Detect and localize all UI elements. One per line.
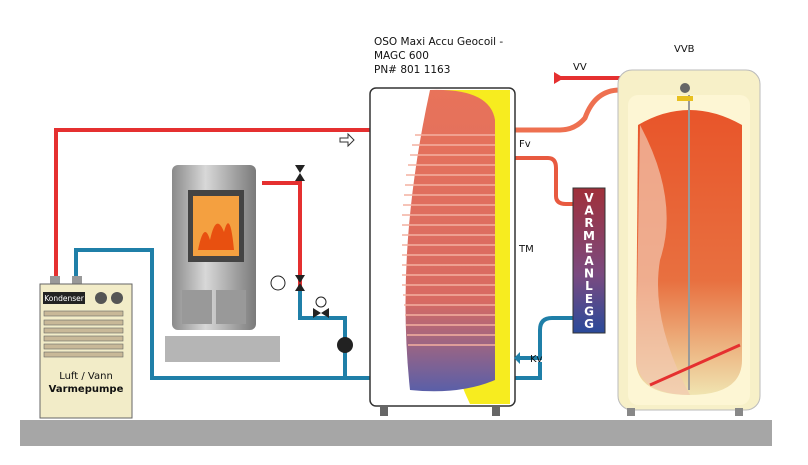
panel-letter: E — [585, 292, 593, 306]
ground — [20, 420, 772, 446]
valve-icon — [680, 83, 690, 93]
accumulator-tank: OSO Maxi Accu Geocoil - MAGC 600 PN# 801… — [369, 36, 543, 416]
tank-title-line2: MAGC 600 — [374, 50, 429, 62]
condenser-label: Kondenser — [44, 294, 85, 303]
pump-icon — [337, 337, 353, 353]
panel-letter: A — [584, 254, 594, 268]
panel-letter: M — [583, 229, 595, 243]
pump-icon — [270, 275, 286, 291]
kv-arrow-icon — [514, 352, 528, 364]
water-heater: VVB VV — [573, 44, 761, 416]
panel-letter: G — [584, 304, 594, 318]
valve-icon — [295, 165, 329, 318]
heat-pump-type: Luft / Vann — [59, 371, 113, 382]
panel-letter: A — [584, 204, 594, 218]
tm-label: TM — [518, 244, 534, 255]
wood-stove — [165, 165, 280, 362]
heat-pump-name: Varmepumpe — [49, 384, 124, 395]
vvb-title: VVB — [674, 44, 695, 55]
vv-label: VV — [573, 62, 587, 73]
panel-letter: V — [584, 191, 594, 205]
panel-letter: G — [584, 317, 594, 331]
panel-letter: R — [584, 216, 593, 230]
vv-arrow-icon — [554, 72, 564, 84]
panel-letter: L — [585, 279, 593, 293]
inlet-arrow-icon — [339, 132, 355, 148]
condenser-label-box — [43, 292, 85, 304]
tank-title-line1: OSO Maxi Accu Geocoil - — [374, 36, 503, 48]
kv-label: Kv — [530, 354, 543, 365]
fv-label: Fv — [519, 139, 531, 150]
pressure-gauge-icon — [315, 296, 327, 308]
tank-part-number: PN# 801 1163 — [374, 64, 450, 76]
panel-letter: E — [585, 241, 593, 255]
panel-letter: N — [584, 267, 594, 281]
heat-pump: Kondenser Luft / Vann Varmepumpe — [39, 276, 133, 419]
